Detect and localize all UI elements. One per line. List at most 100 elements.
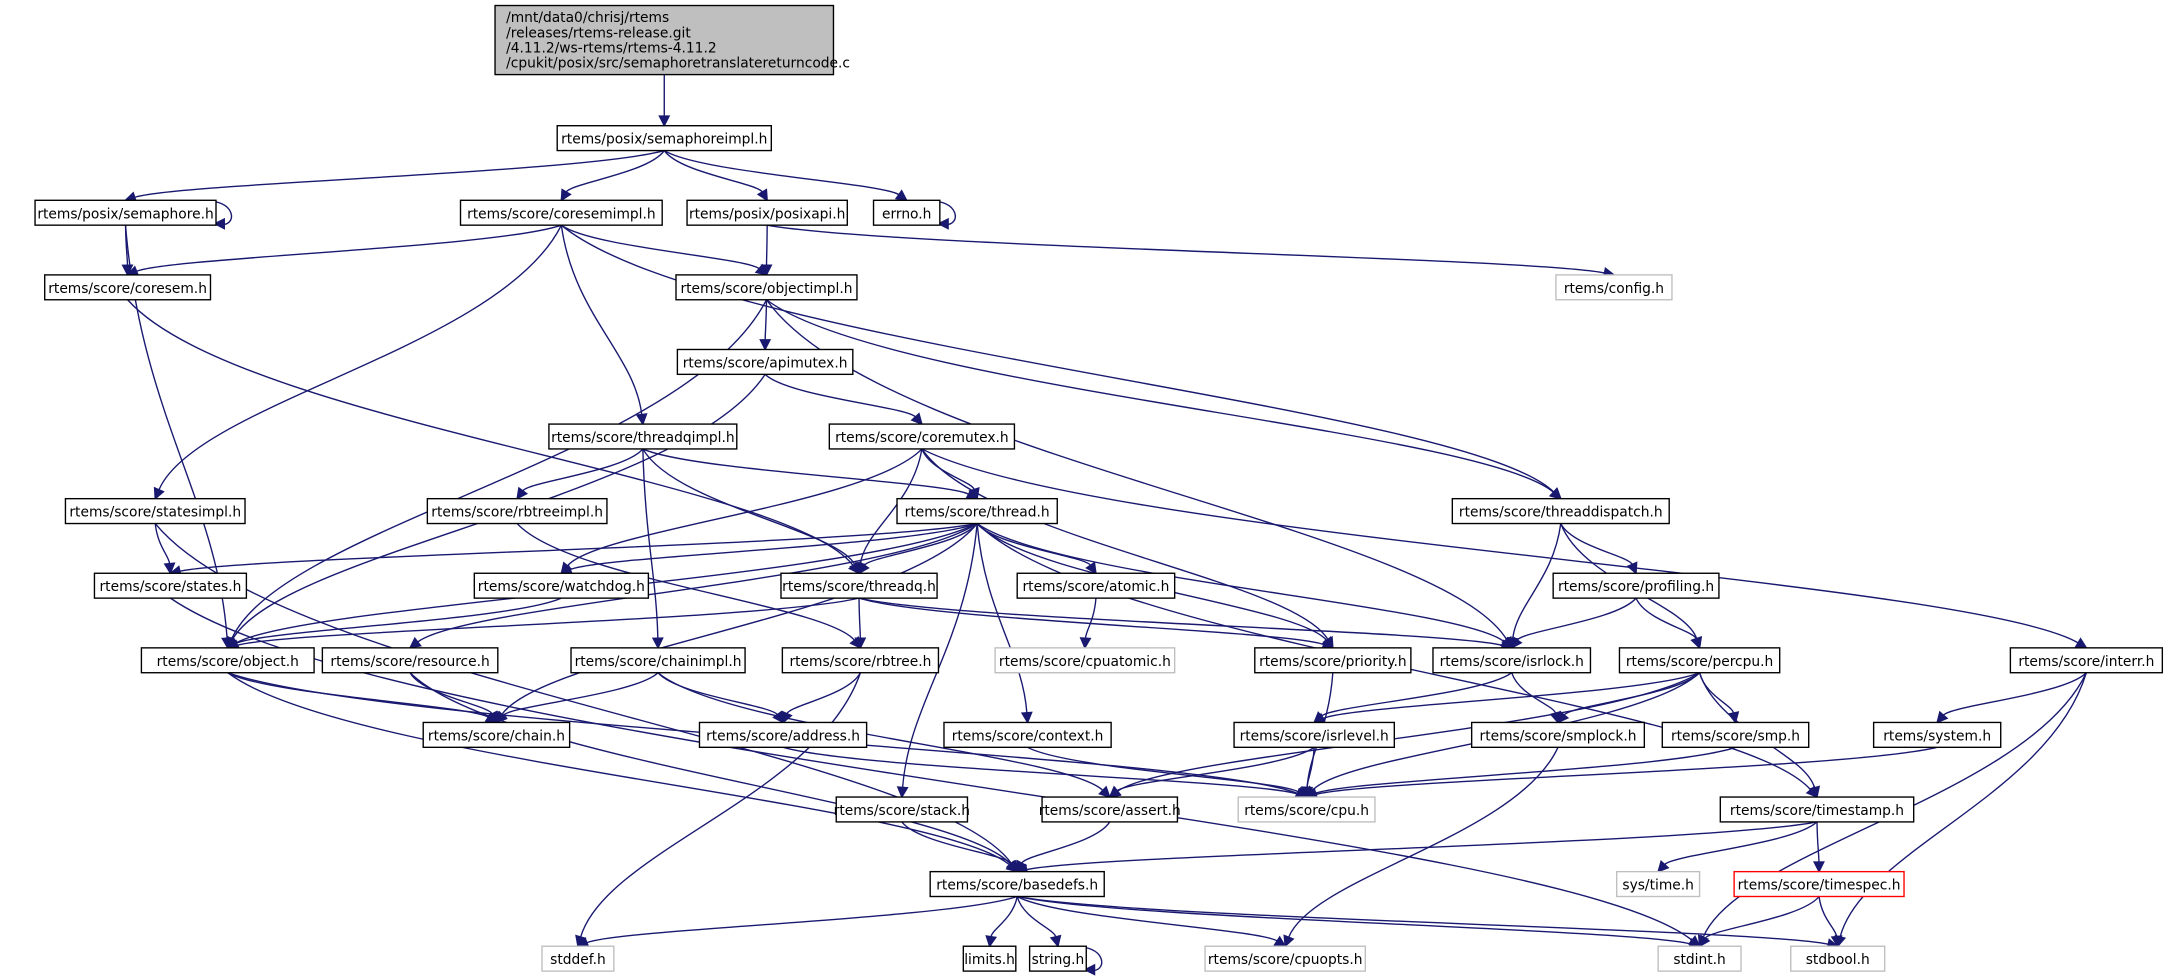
edge-line [642,448,659,639]
node-box [962,945,1017,972]
edge-timestamp-to-basedefs [1015,821,1818,876]
edge-arrowhead [1283,934,1295,948]
edge-line [1315,746,1736,795]
edge-line [1116,746,1315,792]
node-chainimpl[interactable]: rtems/score/chainimpl.h [570,647,746,674]
edge-line [657,672,778,716]
edge-line [1818,896,1838,937]
node-object[interactable]: rtems/score/object.h [140,647,315,674]
edge-line [859,448,923,564]
edge-line [586,895,1018,944]
edge-line [764,373,916,418]
node-label: rtems/score/stack.h [834,803,970,819]
node-stdint[interactable]: stdint.h [1657,945,1742,972]
node-smp[interactable]: rtems/score/smp.h [1661,721,1810,749]
node-profiling[interactable]: rtems/score/profiling.h [1552,572,1720,599]
node-threadq[interactable]: rtems/score/threadq.h [780,572,938,599]
edge-line [227,672,1011,866]
node-atomic[interactable]: rtems/score/atomic.h [1016,572,1176,599]
node-rbtreeimpl[interactable]: rtems/score/rbtreeimpl.h [426,497,608,525]
node-errno[interactable]: errno.h [872,199,941,226]
edge-line [1635,597,1697,640]
node-smplock[interactable]: rtems/score/smplock.h [1470,721,1646,749]
node-interr[interactable]: rtems/score/interr.h [2009,647,2164,674]
node-root[interactable]: /mnt/data0/chrisj/rtems/releases/rtems-r… [494,4,850,76]
node-coremutex[interactable]: rtems/score/coremutex.h [828,423,1016,450]
node-string[interactable]: string.h [1028,945,1087,972]
node-semaphore[interactable]: rtems/posix/semaphore.h [34,199,217,226]
node-rbtree[interactable]: rtems/score/rbtree.h [781,647,940,674]
node-timestamp[interactable]: rtems/score/timestamp.h [1719,796,1915,823]
node-label: rtems/score/object.h [157,654,299,670]
node-label: rtems/score/cpuatomic.h [999,654,1171,670]
node-posixapi[interactable]: rtems/posix/posixapi.h [686,199,848,226]
edge-arrowhead [985,935,998,948]
node-label: rtems/posix/posixapi.h [689,206,845,222]
node-isrlock[interactable]: rtems/score/isrlock.h [1432,647,1592,674]
node-label: rtems/config.h [1564,281,1664,297]
node-watchdog[interactable]: rtems/score/watchdog.h [473,572,650,599]
edge-line [1026,821,1818,871]
node-percpu[interactable]: rtems/score/percpu.h [1618,647,1781,674]
edge-arrowhead [495,710,508,724]
node-context[interactable]: rtems/score/context.h [943,721,1112,749]
node-stddef[interactable]: stddef.h [541,945,615,972]
edge-arrowhead [1006,859,1019,873]
node-basedefs[interactable]: rtems/score/basedefs.h [929,870,1105,898]
node-objectimpl[interactable]: rtems/score/objectimpl.h [675,274,858,301]
node-stack[interactable]: rtems/score/stack.h [834,796,970,823]
edge-arrowhead [1049,934,1062,948]
node-label: stddef.h [550,952,606,968]
node-priority[interactable]: rtems/score/priority.h [1254,647,1412,674]
edge-line [560,224,1555,493]
node-label: rtems/score/basedefs.h [936,878,1098,894]
node-cpu[interactable]: rtems/score/cpu.h [1237,796,1376,823]
edge-line [417,522,978,643]
edge-line [663,150,763,193]
node-threaddispatch[interactable]: rtems/score/threaddispatch.h [1451,497,1670,525]
node-cpuatomic[interactable]: rtems/score/cpuatomic.h [994,647,1176,674]
node-config[interactable]: rtems/config.h [1555,274,1673,301]
edge-line [1315,746,1938,796]
node-stdbool[interactable]: stdbool.h [1790,945,1886,972]
node-systime[interactable]: sys/time.h [1616,870,1701,898]
node-label: rtems/score/profiling.h [1558,579,1714,595]
node-coresem[interactable]: rtems/score/coresem.h [44,274,212,301]
edge-chainimpl-to-chain [495,672,659,724]
node-box [896,497,1058,525]
node-cpuopts[interactable]: rtems/score/cpuopts.h [1204,945,1366,972]
node-chain[interactable]: rtems/score/chain.h [422,721,571,749]
node-label: rtems/score/coresem.h [48,281,207,297]
edge-line [158,224,562,491]
edge-percpu-to-isrlevel [1312,672,1700,724]
node-address[interactable]: rtems/score/address.h [698,721,868,749]
node-box [835,796,969,823]
node-coresemimpl[interactable]: rtems/score/coresemimpl.h [459,199,663,226]
edge-line [1288,747,1559,938]
node-resource[interactable]: rtems/score/resource.h [321,647,499,674]
node-semaphoreimpl[interactable]: rtems/posix/semaphoreimpl.h [556,125,773,152]
edge-profiling-to-isrlock [1510,597,1637,650]
node-box [1016,572,1176,599]
node-thread[interactable]: rtems/score/thread.h [896,497,1058,525]
node-statesimpl[interactable]: rtems/score/statesimpl.h [64,497,246,525]
node-limits[interactable]: limits.h [962,945,1017,972]
node-system[interactable]: rtems/system.h [1872,721,2002,749]
node-label: rtems/score/isrlevel.h [1240,728,1389,744]
node-apimutex[interactable]: rtems/score/apimutex.h [676,348,854,376]
node-label: rtems/score/smplock.h [1480,728,1637,744]
edge-arrowhead [658,115,671,128]
edge-objectimpl-to-threaddispatch [766,299,1562,500]
node-timespec[interactable]: rtems/score/timespec.h [1733,870,1905,898]
edge-arrowhead [1812,861,1825,874]
node-box [828,423,1016,450]
node-threadqimpl[interactable]: rtems/score/threadqimpl.h [548,423,738,450]
node-box [1470,721,1646,749]
node-isrlevel[interactable]: rtems/score/isrlevel.h [1233,721,1395,749]
edge-line [990,896,1018,937]
edge-line [921,448,2079,644]
node-assert[interactable]: rtems/score/assert.h [1039,796,1181,823]
node-label: rtems/score/timespec.h [1738,878,1901,894]
node-box [929,870,1105,898]
node-states[interactable]: rtems/score/states.h [93,572,248,599]
